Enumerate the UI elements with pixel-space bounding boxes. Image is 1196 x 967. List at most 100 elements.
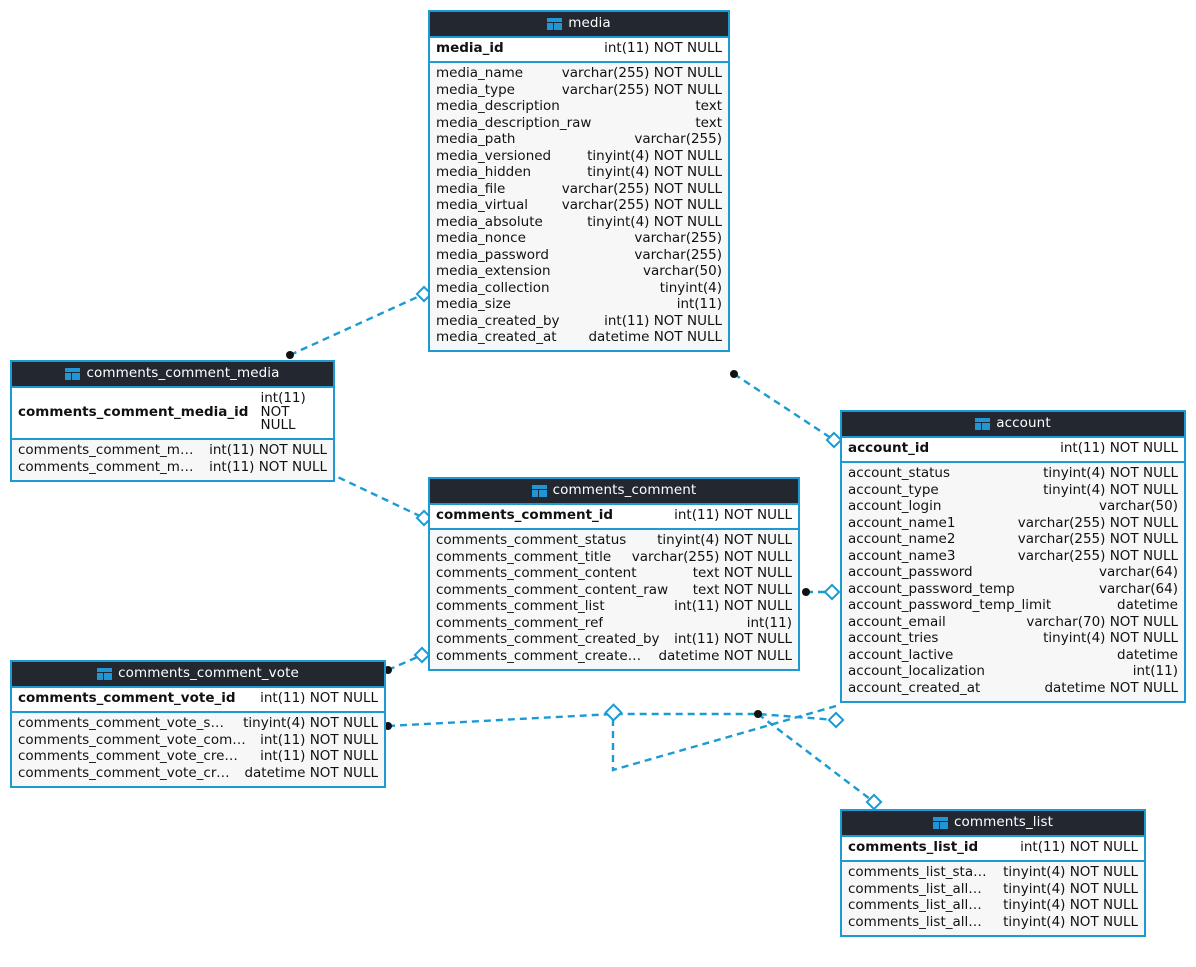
connector-endpoint-diamond — [865, 793, 883, 811]
relationship-comments-comment-to-account — [802, 583, 841, 601]
column-type: text — [695, 98, 722, 114]
connector-endpoint-diamond — [823, 583, 841, 601]
column-name: comments_comment_media_src — [18, 444, 195, 458]
column-type: tinyint(4) NOT NULL — [1003, 913, 1138, 930]
column-name: account_type — [848, 483, 939, 497]
table-title-account: account — [842, 412, 1184, 438]
column-name: account_status — [848, 467, 951, 481]
table-comments-list[interactable]: comments_list comments_list_id int(11) N… — [840, 809, 1146, 937]
column-type: varchar(50) — [642, 263, 722, 279]
table-row: account_status tinyint(4) NOT NULL — [842, 466, 1184, 483]
table-icon — [932, 817, 948, 829]
table-comments-comment[interactable]: comments_comment comments_comment_id int… — [428, 477, 800, 671]
column-name: media_path — [436, 133, 516, 147]
table-row: comments_list_allow_files tinyint(4) NOT … — [842, 914, 1144, 931]
column-type: int(11) NOT NULL — [1020, 839, 1138, 855]
table-icon — [547, 18, 563, 30]
column-type: varchar(255) NOT NULL — [1017, 547, 1178, 564]
column-type: datetime NOT NULL — [1044, 679, 1178, 696]
table-name-label: comments_comment_vote — [118, 665, 299, 682]
table-title-media: media — [430, 12, 728, 38]
table-name-label: media — [568, 15, 611, 32]
column-name: comments_list_allow_files — [848, 915, 989, 929]
column-name: media_description — [436, 100, 560, 114]
column-name: media_virtual — [436, 199, 528, 213]
table-row: comments_list_allow_edittinyint(4) NOT N… — [842, 898, 1144, 915]
primary-key-row: comments_list_id int(11) NOT NULL — [842, 837, 1144, 862]
column-name: media_name — [436, 67, 524, 81]
column-name: account_password_temp_limit — [848, 599, 1052, 613]
column-name: media_size — [436, 298, 511, 312]
column-type: int(11) NOT NULL — [260, 731, 378, 748]
table-row: comments_comment_media_src int(11) NOT NU… — [12, 443, 333, 460]
relationship-comments-comment-vote-to-comments-comment — [384, 646, 431, 674]
relationship-account-to-comments-comment-ref — [604, 703, 837, 772]
column-type: tinyint(4) — [659, 279, 722, 296]
column-type: int(11) NOT NULL — [209, 442, 327, 458]
table-icon — [975, 418, 991, 430]
table-media[interactable]: media media_id int(11) NOT NULL media_na… — [428, 10, 730, 352]
column-type: text NOT NULL — [692, 581, 792, 598]
column-type: varchar(50) — [1098, 498, 1178, 514]
column-name: comments_comment_content_raw — [436, 583, 669, 597]
column-name: media_file — [436, 182, 506, 196]
column-name: media_type — [436, 83, 515, 97]
column-list: comments_comment_media_src int(11) NOT NU… — [12, 439, 333, 480]
column-type: tinyint(4) NOT NULL — [587, 213, 722, 230]
column-name: account_login — [848, 500, 942, 514]
column-type: int(11) NOT NULL — [1060, 440, 1178, 456]
connector-endpoint-dot — [286, 351, 294, 359]
column-name: media_id — [436, 40, 504, 56]
column-name: media_created_by — [436, 314, 560, 328]
column-name: comments_comment_list — [436, 600, 605, 614]
relationship-comments-comment-media-to-media — [286, 285, 433, 359]
table-row: comments_comment_content_raw text NOT NUL… — [430, 582, 798, 599]
column-name: comments_comment_media_id — [18, 403, 249, 420]
column-type: varchar(255) NOT NULL — [561, 81, 722, 98]
column-name: account_name2 — [848, 533, 956, 547]
table-name-label: account — [996, 415, 1051, 432]
column-name: media_versioned — [436, 149, 552, 163]
table-row: comments_comment_media_dstint(11) NOT NU… — [12, 459, 333, 476]
column-name: comments_list_status — [848, 866, 990, 880]
column-name: account_tries — [848, 632, 939, 646]
column-type: varchar(255) NOT NULL — [1017, 531, 1178, 547]
connector-endpoint-diamond — [825, 431, 843, 449]
connector-endpoint-dot — [730, 370, 738, 378]
column-type: int(11) NOT NULL — [674, 507, 792, 523]
column-type: datetime NOT NULL — [658, 647, 792, 664]
column-name: account_name3 — [848, 549, 956, 563]
table-comments-comment-vote[interactable]: comments_comment_vote comments_comment_v… — [10, 660, 386, 788]
table-account[interactable]: account account_id int(11) NOT NULL acco… — [840, 410, 1186, 703]
column-name: account_created_at — [848, 681, 981, 695]
table-comments-comment-media[interactable]: comments_comment_media comments_comment_… — [10, 360, 335, 482]
column-type: int(11) — [676, 296, 722, 312]
column-name: media_description_raw — [436, 116, 592, 130]
column-list: account_status tinyint(4) NOT NULL accoun… — [842, 462, 1184, 701]
column-type: varchar(255) — [634, 230, 722, 246]
column-name: comments_comment_id — [436, 507, 614, 523]
table-row: comments_comment_list int(11) NOT NULL — [430, 599, 798, 616]
primary-key-row: media_id int(11) NOT NULL — [430, 38, 728, 63]
column-type: int(11) NOT NULL — [674, 598, 792, 614]
column-type: tinyint(4) NOT NULL — [1043, 465, 1178, 481]
table-row: account_name3 varchar(255) NOT NULL — [842, 548, 1184, 565]
column-type: text NOT NULL — [692, 565, 792, 581]
column-name: account_id — [848, 440, 930, 456]
table-row: media_description text — [430, 99, 728, 116]
